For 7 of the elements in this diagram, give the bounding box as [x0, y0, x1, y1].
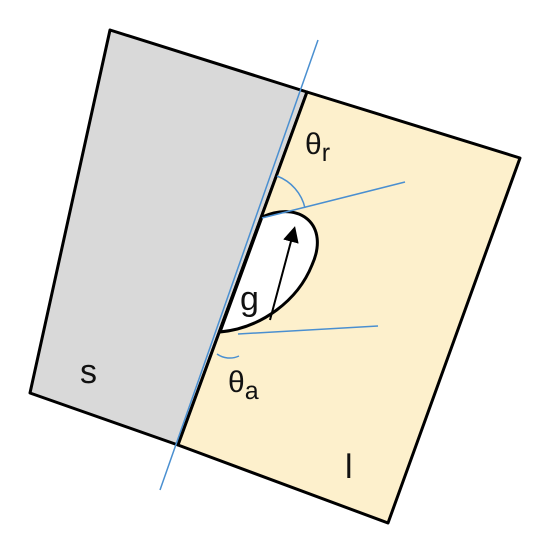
angle-label: θ$_{a}$: [228, 368, 259, 404]
region-label: s: [80, 355, 97, 389]
liquid-region: [178, 92, 520, 523]
region-label: l: [345, 450, 353, 484]
region-label: g: [240, 282, 259, 316]
angle-label: θ$_{r}$: [305, 130, 330, 166]
solid-region: [30, 30, 307, 445]
